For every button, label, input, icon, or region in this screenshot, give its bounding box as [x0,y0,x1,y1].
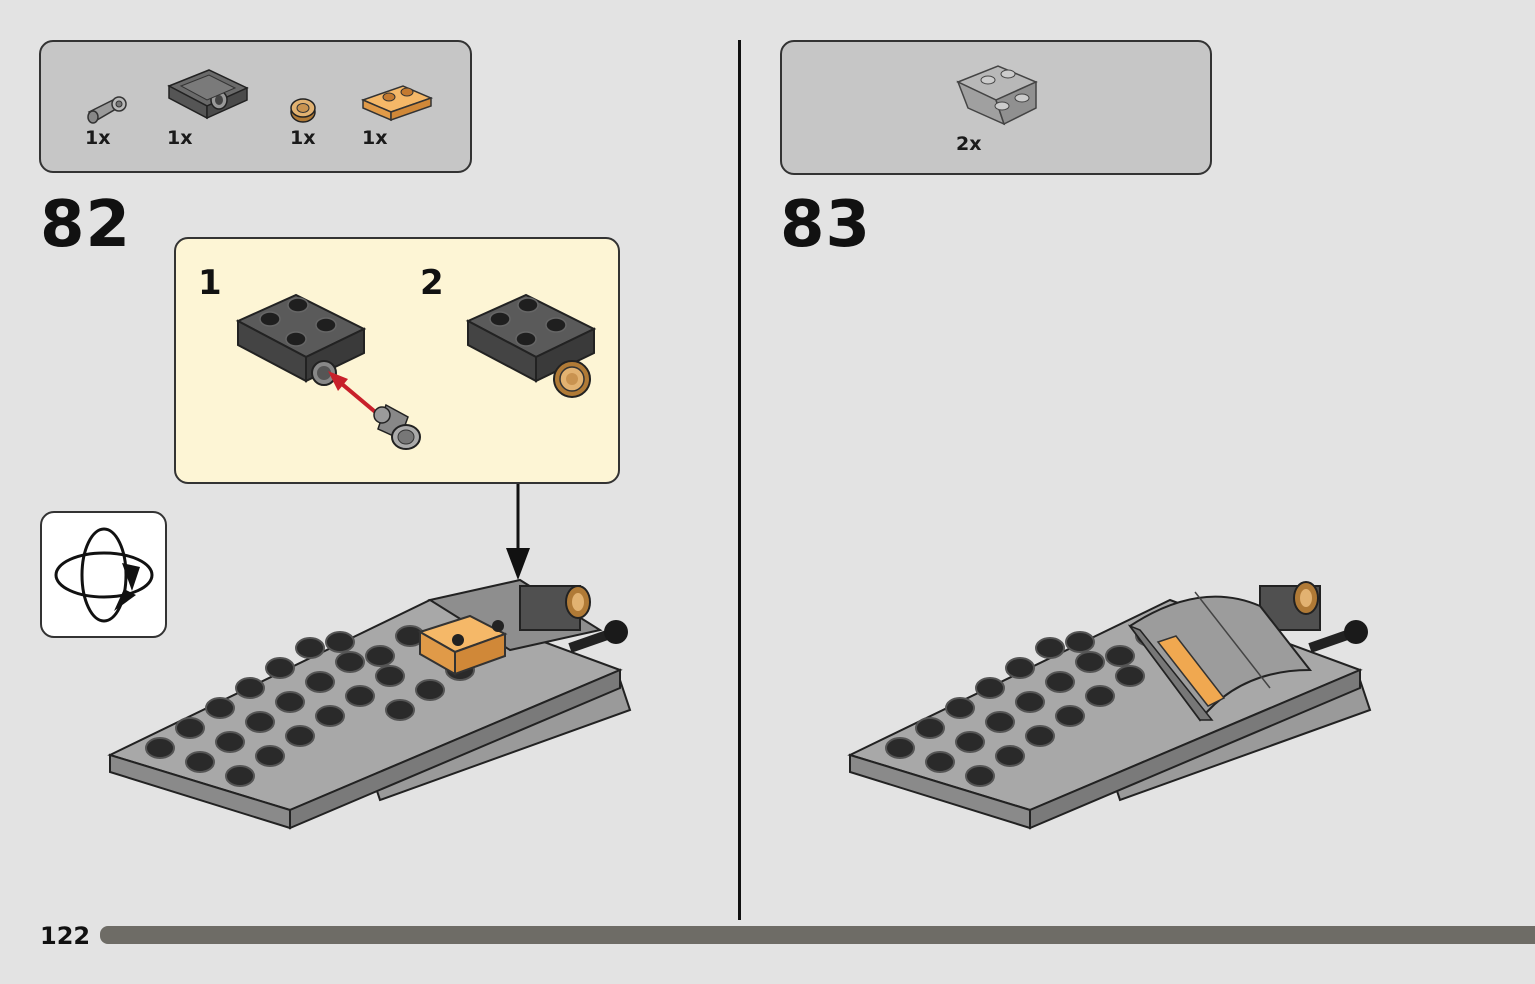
plate-2x2-pin-hole-icon [167,69,249,120]
plate-1x2-trans-orange-icon [360,85,434,122]
placement-arrow [506,484,530,580]
part-qty-4: 1x [362,127,388,149]
substep-1-illustration [235,293,421,450]
rotate-arrows-icon [54,527,154,623]
step-number-82: 82 [40,188,132,262]
substep-number-1: 1 [198,263,222,303]
substep-number-2: 2 [420,263,444,303]
pin-connector-icon [87,96,127,124]
part-qty-1: 2x [956,133,982,155]
part-qty-3: 1x [290,127,316,149]
rotate-model-callout [40,511,167,638]
part-qty-1: 1x [85,127,111,149]
model-illustration-step-82 [107,578,632,830]
model-illustration-step-83 [847,581,1372,830]
page-divider [738,40,741,920]
parts-callout-step-82: 1x 1x 1x 1x [39,40,472,173]
parts-callout-step-83: 2x [780,40,1212,175]
progress-bar [100,926,1535,944]
round-tile-gold-icon [290,98,316,123]
part-qty-2: 1x [167,127,193,149]
curved-slope-light-gray-icon [956,65,1038,126]
page-number: 122 [40,922,91,950]
substep-2-illustration [465,293,597,398]
subassembly-callout: 1 2 [174,237,620,484]
step-number-83: 83 [780,188,872,262]
